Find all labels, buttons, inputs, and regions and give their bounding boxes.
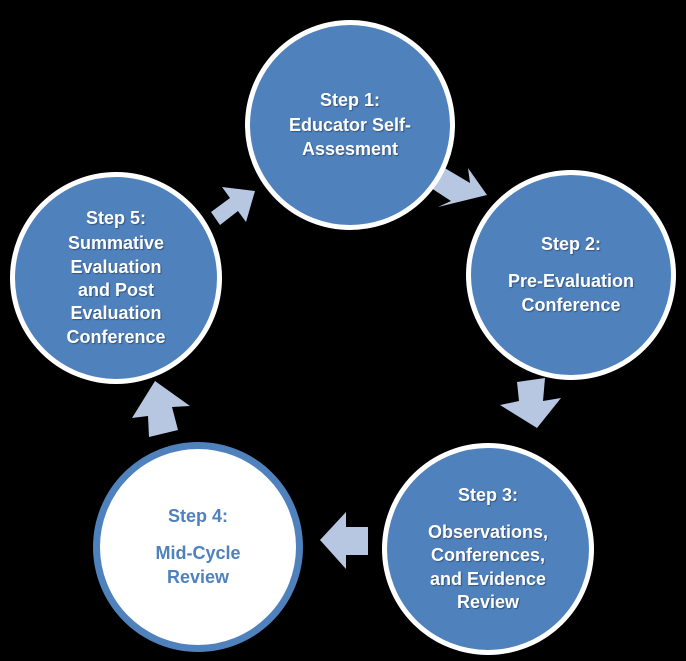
step-3-title: Step 3: [457,484,518,505]
step-5-line: Conference [66,326,166,347]
step-3-node: Step 3: Observations, Conferences, and E… [382,443,594,655]
step-2-line: Conference [521,294,621,315]
step-5-line: Summative [67,233,165,254]
step-4-title: Step 4: [167,505,228,526]
arrow-step2-to-step3 [500,378,561,428]
arrow-step5-to-step1 [211,187,255,225]
step-4-node: Step 4: Mid-Cycle Review [93,442,303,652]
step-3-line: and Evidence [429,568,547,589]
step-5-line: and Post [77,280,154,300]
step-1-line: Assesment [301,138,399,159]
step-2-node: Step 2: Pre-Evaluation Conference [466,170,676,380]
step-4-line: Mid-Cycle [155,543,241,564]
step-5-line: Evaluation [70,303,162,324]
step-5-line: Evaluation [70,256,162,277]
arrow-step4-to-step5 [132,381,190,437]
step-4-line: Review [166,566,230,587]
step-1-line: Educator Self- [288,115,412,136]
step-2-title: Step 2: [540,233,601,254]
step-1-node: Step 1: Educator Self- Assesment [245,20,455,230]
arrow-step3-to-step4 [320,512,368,569]
step-1-title: Step 1: [319,89,380,110]
step-2-line: Pre-Evaluation [507,271,635,292]
step-5-title: Step 5: [85,207,146,228]
step-3-line: Conferences, [430,545,546,566]
step-3-line: Observations, [427,521,549,542]
step-3-line: Review [456,592,520,613]
arrow-step1-to-step2 [428,167,487,207]
step-5-node: Step 5: Summative Evaluation and Post Ev… [10,172,222,384]
